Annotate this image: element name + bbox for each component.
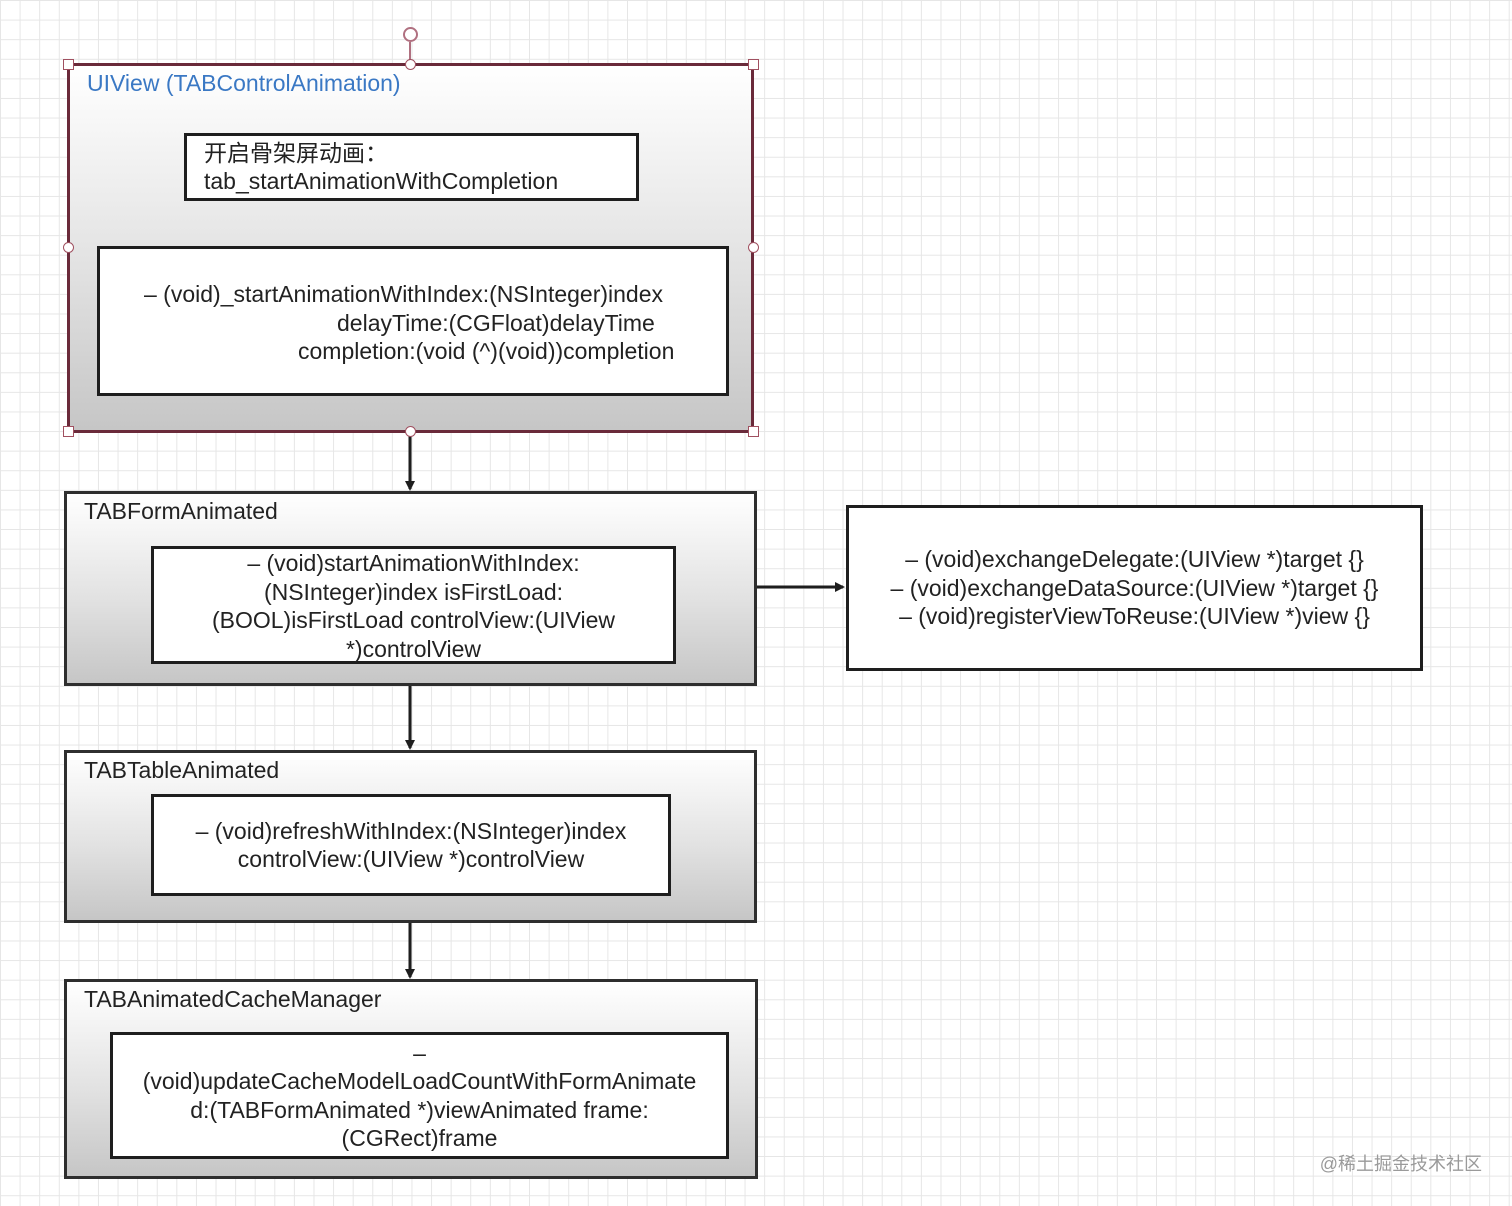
- cache-method-box[interactable]: – (void)updateCacheModelLoadCountWithFor…: [110, 1032, 729, 1159]
- tab-form-animated-group[interactable]: TABFormAnimated – (void)startAnimationWi…: [64, 491, 757, 686]
- rotate-handle[interactable]: [403, 27, 418, 42]
- cache-group-title: TABAnimatedCacheManager: [84, 986, 382, 1012]
- method-line-3: completion:(void (^)(void))completion: [298, 338, 675, 365]
- form-method-box[interactable]: – (void)startAnimationWithIndex: (NSInte…: [151, 546, 676, 664]
- uiview-group-title: UIView (TABControlAnimation): [87, 70, 401, 96]
- table-group-title: TABTableAnimated: [84, 757, 280, 783]
- resize-handle-top[interactable]: [405, 59, 416, 70]
- table-method-box[interactable]: – (void)refreshWithIndex:(NSInteger)inde…: [151, 794, 671, 896]
- start-animation-box[interactable]: 开启骨架屏动画： tab_startAnimationWithCompletio…: [184, 133, 639, 201]
- exchange-delegate-line: – (void)exchangeDelegate:(UIView *)targe…: [905, 546, 1364, 573]
- resize-handle-left[interactable]: [63, 242, 74, 253]
- cache-method-line-3: d:(TABFormAnimated *)viewAnimated frame:: [190, 1096, 649, 1123]
- form-group-title: TABFormAnimated: [84, 498, 278, 524]
- resize-handle-top-right[interactable]: [748, 59, 759, 70]
- start-animation-method: tab_startAnimationWithCompletion: [204, 168, 559, 194]
- exchange-methods-box[interactable]: – (void)exchangeDelegate:(UIView *)targe…: [846, 505, 1423, 671]
- form-method-line-2: (NSInteger)index isFirstLoad:: [263, 578, 564, 605]
- resize-handle-right[interactable]: [748, 242, 759, 253]
- exchange-datasource-line: – (void)exchangeDataSource:(UIView *)tar…: [890, 574, 1379, 601]
- table-method-line-1: – (void)refreshWithIndex:(NSInteger)inde…: [195, 817, 627, 844]
- cache-method-line-4: (CGRect)frame: [341, 1125, 498, 1151]
- start-animation-index-box[interactable]: – (void)_startAnimationWithIndex:(NSInte…: [97, 246, 729, 396]
- watermark: @稀土掘金技术社区: [1319, 1154, 1482, 1174]
- resize-handle-bottom-left[interactable]: [63, 426, 74, 437]
- method-line-1: – (void)_startAnimationWithIndex:(NSInte…: [144, 281, 664, 308]
- tab-table-animated-group[interactable]: TABTableAnimated – (void)refreshWithInde…: [64, 750, 757, 923]
- resize-handle-bottom-right[interactable]: [748, 426, 759, 437]
- start-animation-label: 开启骨架屏动画：: [204, 139, 388, 166]
- cache-method-line-1: –: [413, 1039, 426, 1066]
- cache-method-line-2: (void)updateCacheModelLoadCountWithFormA…: [142, 1068, 697, 1094]
- form-method-line-3: (BOOL)isFirstLoad controlView:(UIView: [211, 607, 616, 633]
- table-method-line-2: controlView:(UIView *)controlView: [237, 846, 585, 872]
- resize-handle-top-left[interactable]: [63, 59, 74, 70]
- tab-animated-cache-manager-group[interactable]: TABAnimatedCacheManager – (void)updateCa…: [64, 979, 758, 1179]
- form-method-line-1: – (void)startAnimationWithIndex:: [247, 550, 580, 576]
- register-view-line: – (void)registerViewToReuse:(UIView *)vi…: [899, 603, 1370, 630]
- resize-handle-bottom[interactable]: [405, 426, 416, 437]
- method-line-2: delayTime:(CGFloat)delayTime: [337, 309, 655, 336]
- form-method-line-4: *)controlView: [345, 635, 482, 662]
- uiview-category-group[interactable]: UIView (TABControlAnimation) 开启骨架屏动画： ta…: [67, 63, 754, 433]
